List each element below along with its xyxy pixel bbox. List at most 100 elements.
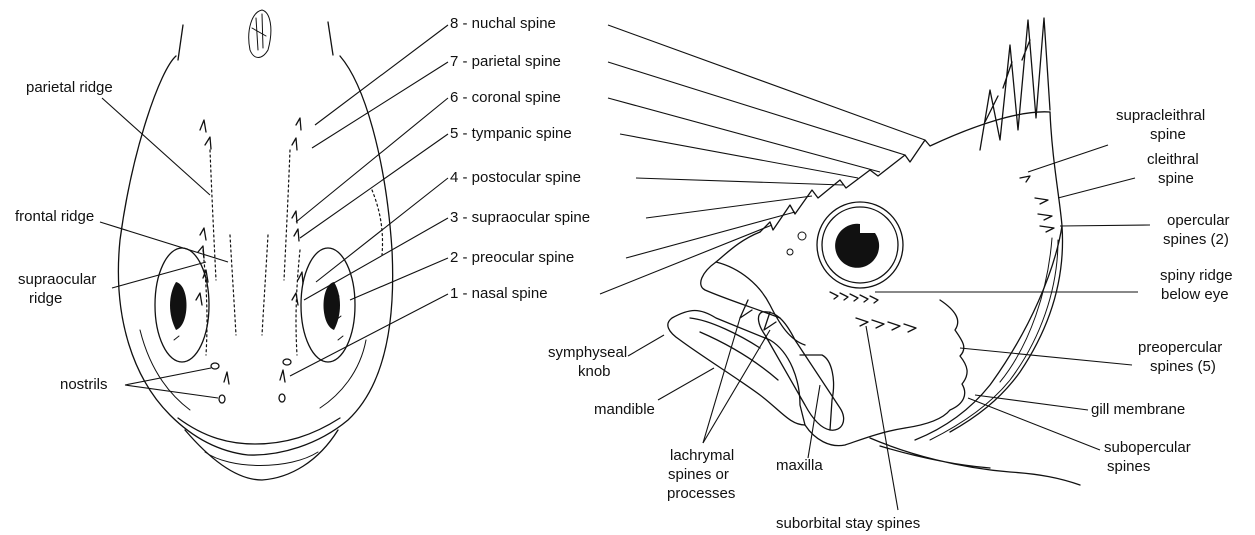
label-symphyseal-2: knob	[578, 363, 611, 380]
cheek-line-right	[320, 340, 366, 408]
nostril-side-2	[787, 249, 793, 255]
label-cleithral-1: cleithral	[1147, 151, 1199, 168]
lateral-notches	[174, 296, 343, 340]
nostril-lower-left	[219, 395, 225, 403]
label-spine-1: 1 - nasal spine	[450, 285, 548, 302]
opercle-edge	[915, 112, 1062, 440]
cheek-outline	[805, 425, 905, 446]
parietal-ridge-right	[284, 150, 290, 280]
label-spine-2: 2 - preocular spine	[450, 249, 574, 266]
label-spiny-ridge-2: below eye	[1161, 286, 1229, 303]
nostril-lower-right	[279, 394, 285, 402]
nostril-upper-left	[211, 363, 219, 369]
lateral-view-head	[668, 18, 1080, 485]
preopercle-edge	[905, 300, 967, 428]
label-opercular-1: opercular	[1167, 212, 1230, 229]
dorsal-view-head	[118, 10, 392, 480]
head-outline	[118, 56, 392, 455]
label-preopercular-2: spines (5)	[1150, 358, 1216, 375]
leader-nostrils-lower	[125, 385, 218, 398]
leader-s6-top	[296, 98, 448, 222]
label-spine-7: 7 - parietal spine	[450, 53, 561, 70]
leader-maxilla	[808, 385, 820, 458]
leader-s1-side	[600, 225, 772, 294]
label-lachrymal-3: processes	[667, 485, 735, 502]
frontal-ridge-left	[230, 235, 236, 335]
label-spiny-ridge-1: spiny ridge	[1160, 267, 1233, 284]
label-cleithral-2: spine	[1158, 170, 1194, 187]
belly-lines	[870, 438, 1080, 485]
leader-subopercular	[968, 398, 1100, 450]
leader-s3-top	[304, 218, 448, 300]
opercular-spine-marks	[1038, 214, 1054, 232]
leader-lachrymal-1	[703, 318, 740, 443]
left-fin-point	[178, 25, 183, 60]
leader-s7-top	[312, 62, 448, 148]
snout-outline	[701, 232, 780, 318]
right-eye-pupil	[324, 282, 341, 330]
label-maxilla: maxilla	[776, 457, 823, 474]
dorsal-fin-tip	[249, 10, 271, 58]
posterior-ridge-right	[372, 190, 383, 255]
leader-s5-top	[300, 134, 448, 238]
label-suborbital-stay-spines: suborbital stay spines	[776, 515, 920, 532]
nostril-upper-right	[283, 359, 291, 365]
leader-nostrils-upper	[125, 368, 211, 385]
label-mandible: mandible	[594, 401, 655, 418]
label-lachrymal-2: spines or	[668, 466, 729, 483]
frontal-ridge-right	[262, 235, 268, 335]
leader-supracleithral	[1028, 145, 1108, 172]
left-eye-pupil	[170, 282, 187, 330]
leader-cleithral	[1058, 178, 1135, 198]
label-subopercular-2: spines	[1107, 458, 1150, 475]
leader-lines	[100, 25, 1150, 510]
supracleithral-spine-mark	[1020, 176, 1030, 182]
leader-lachrymal-2	[703, 330, 770, 443]
label-nostrils: nostrils	[60, 376, 108, 393]
cheek-line-left	[140, 330, 190, 410]
leader-s2-top	[350, 258, 448, 300]
nasal-spine-marks	[224, 370, 285, 384]
opercle-edge-inner	[950, 226, 1063, 432]
label-frontal-ridge: frontal ridge	[15, 208, 94, 225]
label-spine-3: 3 - supraocular spine	[450, 209, 590, 226]
maxilla-lower	[800, 355, 834, 430]
nostril-side	[798, 232, 806, 240]
label-spine-4: 4 - postocular spine	[450, 169, 581, 186]
leader-supraocular-ridge	[112, 262, 206, 288]
label-supracleithral-2: spine	[1150, 126, 1186, 143]
parietal-ridge-left	[210, 150, 216, 280]
spine-marks-left	[196, 120, 211, 305]
suborbital-stay-spine-marks	[856, 318, 916, 332]
label-supraocular-ridge-2: ridge	[29, 290, 62, 307]
label-spine-6: 6 - coronal spine	[450, 89, 561, 106]
leader-suborbital-stay	[866, 326, 898, 510]
label-parietal-ridge: parietal ridge	[26, 79, 113, 96]
label-subopercular-1: subopercular	[1104, 439, 1191, 456]
label-spine-8: 8 - nuchal spine	[450, 15, 556, 32]
leader-s7-side	[608, 62, 905, 155]
dorsal-contour	[760, 112, 1050, 232]
cleithral-spine-mark	[1035, 198, 1048, 204]
label-opercular-2: spines (2)	[1163, 231, 1229, 248]
leader-s8-side	[608, 25, 925, 140]
label-spine-5: 5 - tympanic spine	[450, 125, 572, 142]
label-preopercular-1: preopercular	[1138, 339, 1222, 356]
leader-s4-side	[636, 178, 843, 185]
label-gill-membrane: gill membrane	[1091, 401, 1185, 418]
spiny-ridge-below-eye	[830, 292, 878, 303]
leader-mandible	[658, 368, 714, 400]
label-symphyseal-1: symphyseal	[548, 344, 627, 361]
leader-opercular	[1060, 225, 1150, 226]
leader-parietal-ridge	[102, 98, 210, 195]
label-supracleithral-1: supracleithral	[1116, 107, 1205, 124]
label-supraocular-ridge-1: supraocular	[18, 271, 96, 288]
leader-preopercular	[960, 348, 1132, 365]
leader-symphyseal	[628, 335, 664, 356]
right-fin-point	[328, 22, 333, 55]
leader-s1-top	[290, 294, 448, 376]
eye-pupil	[835, 224, 879, 268]
dorsal-fin	[980, 18, 1050, 150]
leader-s2-side	[626, 212, 795, 258]
